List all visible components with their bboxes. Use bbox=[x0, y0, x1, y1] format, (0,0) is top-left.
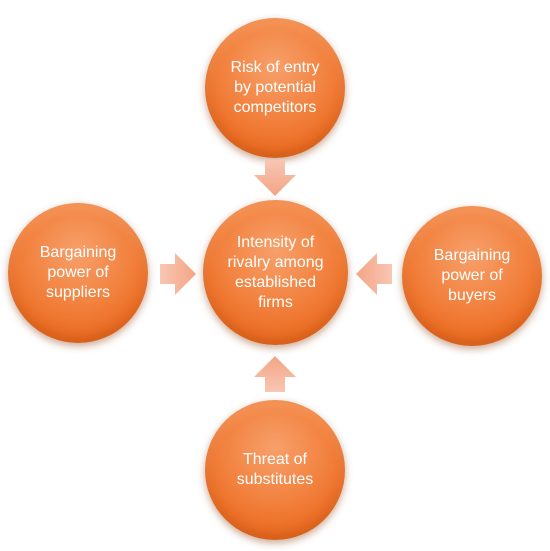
arrow-down-icon bbox=[254, 160, 296, 196]
node-buyer-power-label: Bargaining power of buyers bbox=[433, 247, 511, 304]
arrow-right-icon bbox=[160, 253, 196, 295]
node-buyer-power: Bargaining power of buyers bbox=[402, 206, 542, 346]
node-supplier-power: Bargaining power of suppliers bbox=[8, 203, 148, 343]
node-risk-of-entry-label: Risk of entry by potential competitors bbox=[230, 59, 320, 116]
node-rivalry-label: Intensity of rivalry among established f… bbox=[227, 233, 324, 311]
node-substitutes-label: Threat of substitutes bbox=[236, 451, 314, 488]
node-substitutes: Threat of substitutes bbox=[205, 400, 345, 540]
arrow-left-icon bbox=[356, 253, 392, 295]
node-rivalry: Intensity of rivalry among established f… bbox=[203, 200, 348, 345]
node-supplier-power-label: Bargaining power of suppliers bbox=[39, 244, 117, 301]
node-risk-of-entry: Risk of entry by potential competitors bbox=[205, 18, 345, 158]
arrow-up-icon bbox=[254, 356, 296, 392]
